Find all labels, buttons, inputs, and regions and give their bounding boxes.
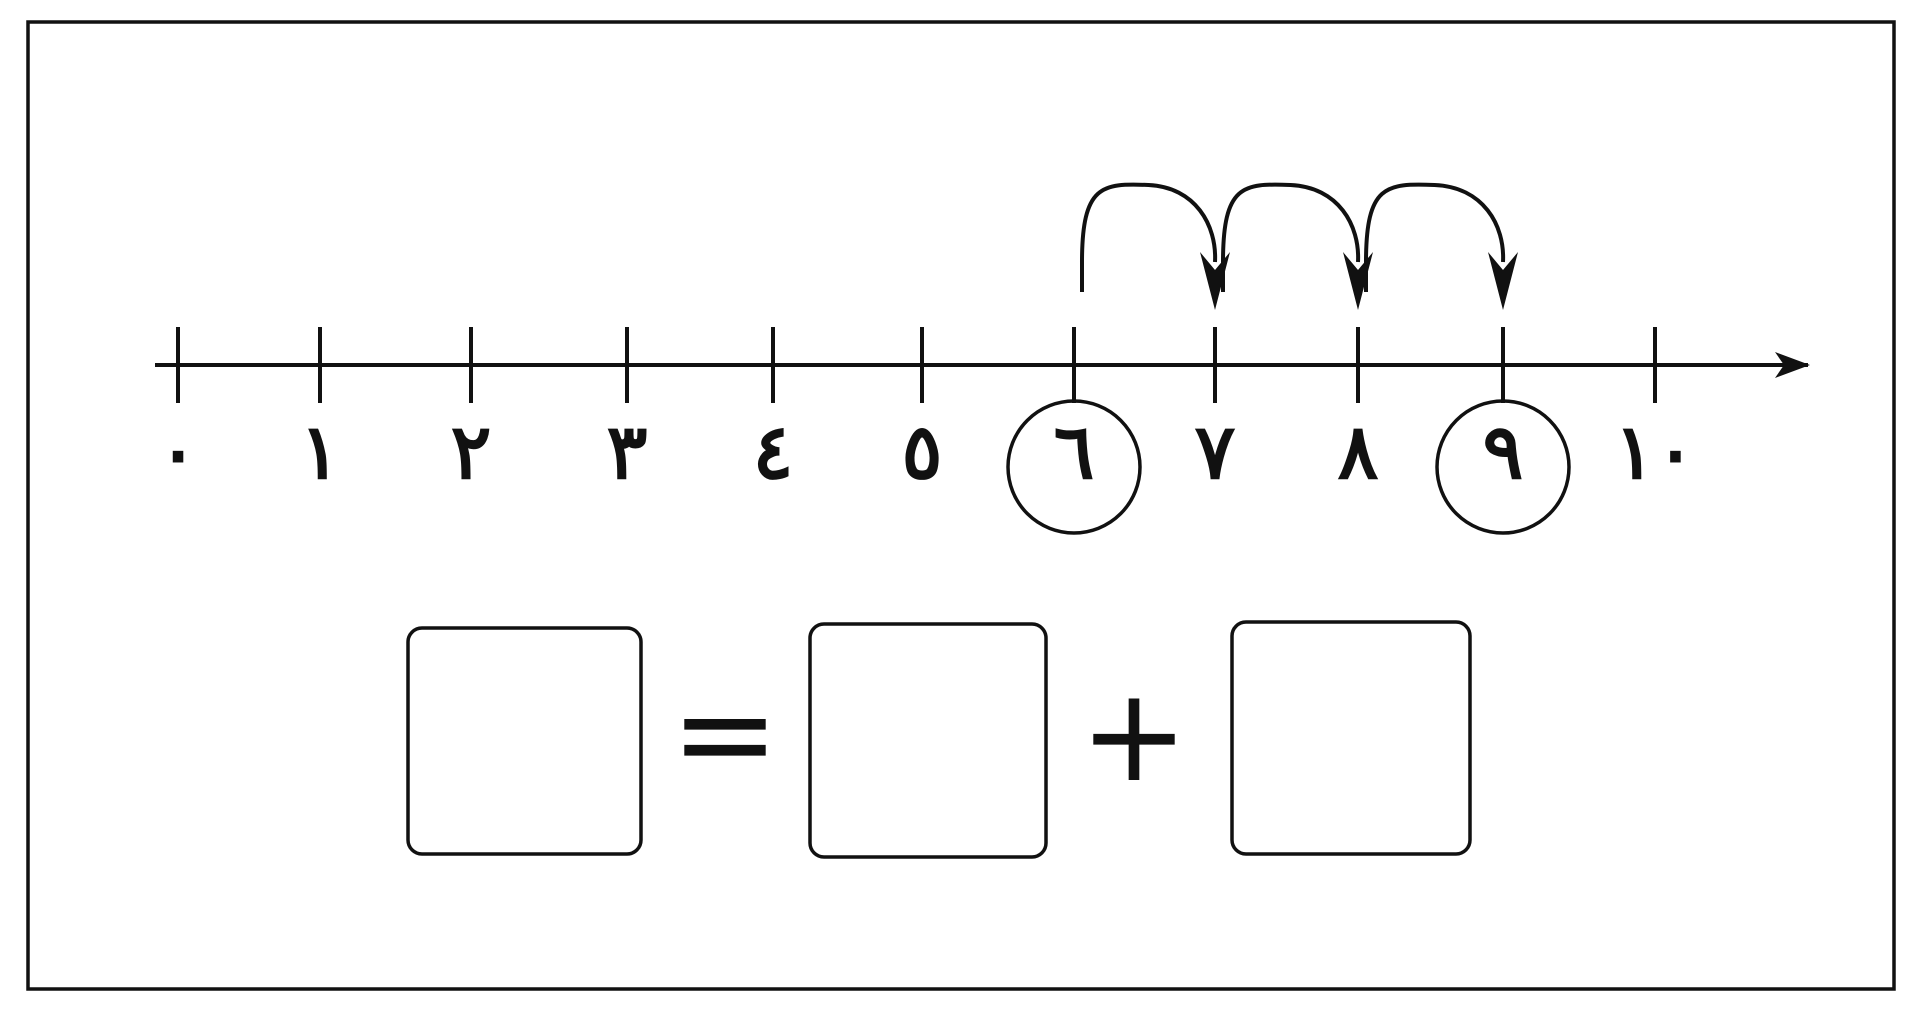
tick-label-10: ١٠ <box>1614 407 1696 496</box>
tick-label-4: ٤ <box>753 407 794 496</box>
jump-arc-0 <box>1080 182 1218 292</box>
plus-sign: + <box>1080 659 1189 811</box>
jump-arc-2 <box>1364 182 1506 292</box>
tick-label-0: ٠ <box>158 407 199 496</box>
axis-arrowhead-icon <box>1775 352 1810 378</box>
answer-circles <box>1006 399 1571 535</box>
jump-arc-1 <box>1221 182 1361 292</box>
tick-labels: ٠ ١ ٢ ٣ ٤ ٥ ٦ ٧ ٨ ٩ ١٠ <box>158 407 1696 496</box>
jump-arrows <box>1080 182 1518 310</box>
tick-label-2: ٢ <box>451 407 492 496</box>
answer-box-addend-1[interactable] <box>1230 620 1472 856</box>
tick-marks <box>176 327 1657 403</box>
tick-label-5: ٥ <box>902 407 943 496</box>
circle-marker-6 <box>1006 399 1142 535</box>
answer-box-result[interactable] <box>406 626 643 856</box>
answer-box-addend-2[interactable] <box>808 622 1048 859</box>
tick-label-1: ١ <box>300 407 341 496</box>
tick-label-9: ٩ <box>1483 407 1524 496</box>
tick-label-3: ٣ <box>607 407 648 496</box>
jump-arrowhead-icon-2 <box>1488 252 1518 310</box>
circle-marker-9 <box>1435 399 1571 535</box>
tick-label-8: ٨ <box>1338 407 1379 496</box>
equals-sign: = <box>671 657 780 809</box>
tick-label-7: ٧ <box>1195 407 1236 496</box>
outer-frame <box>26 20 1896 991</box>
tick-label-6: ٦ <box>1054 407 1095 496</box>
